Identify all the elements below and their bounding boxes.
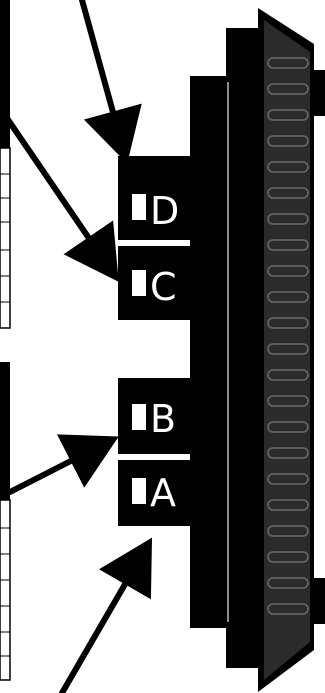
grip-ridge bbox=[267, 109, 309, 121]
grip-ridge bbox=[267, 265, 309, 277]
port-a-indicator bbox=[132, 478, 146, 504]
port-block-lower bbox=[118, 378, 192, 526]
left-table-fragment-top bbox=[0, 0, 11, 329]
grip-ridge bbox=[267, 239, 309, 251]
arrow-to-port-b bbox=[7, 434, 119, 495]
arrow-to-port-c bbox=[0, 105, 119, 282]
grip-ridge bbox=[267, 369, 309, 381]
port-b-indicator bbox=[132, 404, 146, 430]
grip-ridge bbox=[267, 187, 309, 199]
grip-ridge bbox=[267, 83, 309, 95]
grip-ridge bbox=[267, 395, 309, 407]
port-c-label: C bbox=[150, 265, 177, 309]
grip-ridge bbox=[267, 525, 309, 537]
grip-ridge bbox=[267, 499, 309, 511]
grip-ridge bbox=[267, 447, 309, 459]
port-b-label: B bbox=[150, 397, 176, 441]
grip-ridge bbox=[267, 135, 309, 147]
port-a: A bbox=[132, 471, 176, 515]
port-b: B bbox=[132, 397, 176, 441]
port-c: C bbox=[132, 265, 177, 309]
port-d-indicator bbox=[132, 194, 146, 220]
knurled-grip bbox=[258, 8, 314, 692]
grip-ridge bbox=[267, 421, 309, 433]
grip-ridge bbox=[267, 551, 309, 563]
grip-ridge bbox=[267, 343, 309, 355]
arrow-to-port-d bbox=[79, 0, 142, 164]
arrow-to-port-a bbox=[59, 537, 153, 693]
port-c-indicator bbox=[132, 270, 146, 296]
left-table-fragment-bottom bbox=[0, 362, 11, 681]
port-a-label: A bbox=[150, 471, 176, 515]
port-d-label: D bbox=[150, 189, 179, 233]
grip-ridge bbox=[267, 161, 309, 173]
grip-ridge bbox=[267, 577, 309, 589]
grip-ridge bbox=[267, 603, 309, 615]
grip-ridge bbox=[267, 291, 309, 303]
grip-ridge bbox=[267, 473, 309, 485]
grip-ridge bbox=[267, 213, 309, 225]
device-body bbox=[190, 28, 325, 668]
port-d: D bbox=[132, 189, 179, 233]
grip-ridge bbox=[267, 57, 309, 69]
grip-ridges bbox=[267, 57, 309, 615]
port-block-upper bbox=[118, 156, 192, 320]
grip-ridge bbox=[267, 317, 309, 329]
